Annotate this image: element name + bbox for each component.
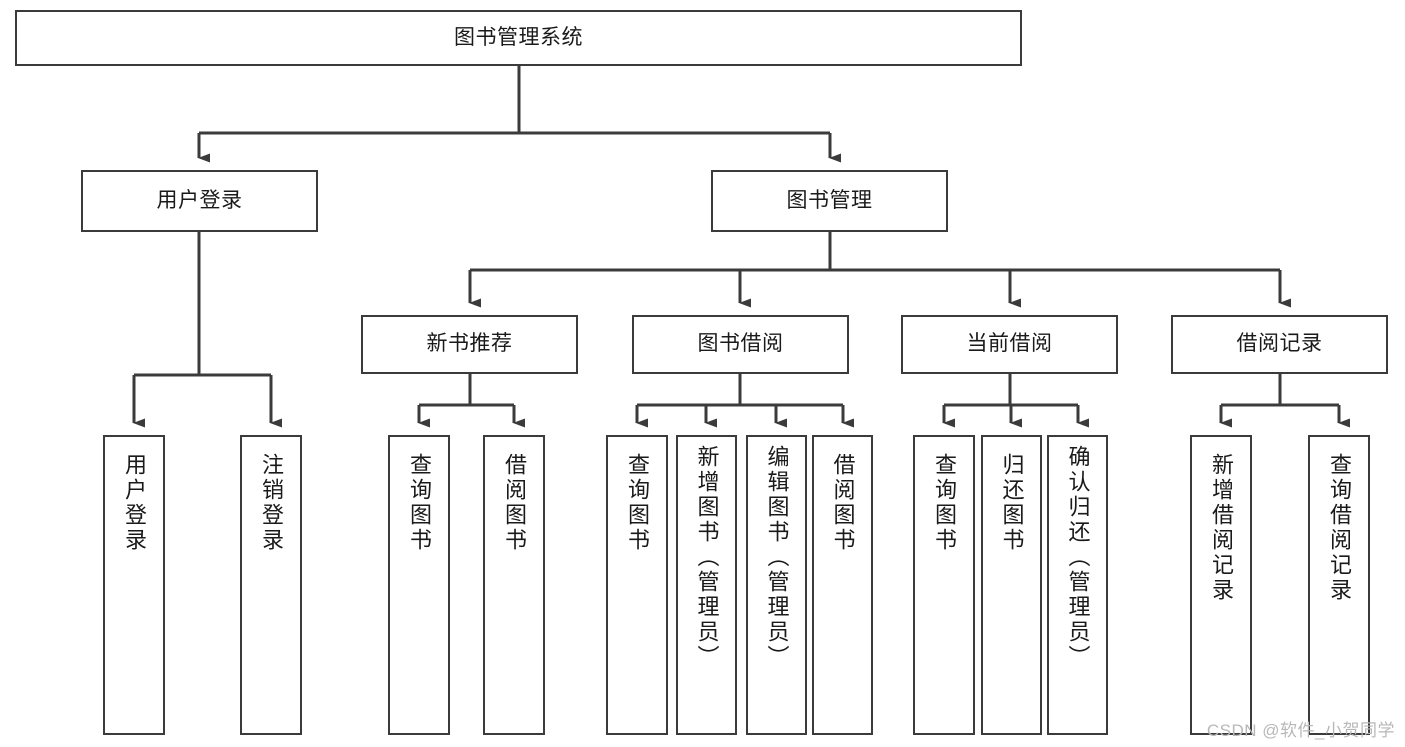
edge-currentborrow-to-leaves xyxy=(942,374,1089,428)
node-root[interactable]: 图书管理系统 xyxy=(15,10,1022,66)
node-book-borrow[interactable]: 图书借阅 xyxy=(632,315,849,374)
node-leaf-logout[interactable]: 注销登录 xyxy=(240,435,302,735)
node-leaf-borrow-book-1-label: 借阅图书 xyxy=(502,453,527,553)
node-user-login[interactable]: 用户登录 xyxy=(81,170,318,232)
node-leaf-return-book-label: 归还图书 xyxy=(999,453,1025,553)
edge-newbook-to-leaves xyxy=(417,374,525,428)
csdn-watermark: CSDN @软件_小贺同学 xyxy=(1206,721,1395,740)
node-leaf-confirm-return[interactable]: 确认归还（管理员） xyxy=(1047,435,1108,735)
node-leaf-query-book-3-label: 查询图书 xyxy=(932,453,957,553)
node-leaf-add-record-label: 新增借阅记录 xyxy=(1209,453,1234,603)
node-leaf-add-book[interactable]: 新增图书（管理员） xyxy=(676,435,737,735)
edge-root-to-level1 xyxy=(197,66,841,163)
node-book-manage-label: 图书管理 xyxy=(786,188,873,212)
node-leaf-confirm-return-label: 确认归还（管理员） xyxy=(1065,445,1091,670)
node-leaf-query-book-1[interactable]: 查询图书 xyxy=(388,435,450,735)
node-current-borrow[interactable]: 当前借阅 xyxy=(901,315,1118,374)
node-leaf-borrow-book-2-label: 借阅图书 xyxy=(830,453,856,553)
node-leaf-add-record[interactable]: 新增借阅记录 xyxy=(1190,435,1252,735)
edge-borrowrecord-to-leaves xyxy=(1219,374,1350,428)
node-leaf-query-record[interactable]: 查询借阅记录 xyxy=(1308,435,1370,735)
node-borrow-record[interactable]: 借阅记录 xyxy=(1171,315,1388,374)
node-leaf-borrow-book-2[interactable]: 借阅图书 xyxy=(812,435,873,735)
node-current-borrow-label: 当前借阅 xyxy=(966,332,1053,356)
node-leaf-query-book-1-label: 查询图书 xyxy=(407,453,432,553)
node-leaf-logout-label: 注销登录 xyxy=(259,453,284,553)
node-leaf-edit-book[interactable]: 编辑图书（管理员） xyxy=(746,435,807,735)
node-new-book-recommend[interactable]: 新书推荐 xyxy=(361,315,578,374)
node-user-login-label: 用户登录 xyxy=(156,188,243,212)
node-book-manage[interactable]: 图书管理 xyxy=(711,170,948,232)
node-root-label: 图书管理系统 xyxy=(454,25,583,49)
node-leaf-return-book[interactable]: 归还图书 xyxy=(981,435,1042,735)
node-new-book-recommend-label: 新书推荐 xyxy=(426,332,513,356)
node-leaf-query-record-label: 查询借阅记录 xyxy=(1327,453,1352,603)
node-leaf-user-login-label: 用户登录 xyxy=(122,453,147,553)
node-leaf-add-book-label: 新增图书（管理员） xyxy=(694,445,720,670)
node-leaf-borrow-book-1[interactable]: 借阅图书 xyxy=(483,435,545,735)
node-borrow-record-label: 借阅记录 xyxy=(1236,332,1323,356)
node-leaf-query-book-2-label: 查询图书 xyxy=(625,453,650,553)
node-leaf-edit-book-label: 编辑图书（管理员） xyxy=(764,445,790,670)
edge-bookmanage-to-level2 xyxy=(468,232,1291,308)
node-leaf-user-login[interactable]: 用户登录 xyxy=(103,435,165,735)
edge-userlogin-to-leaves xyxy=(132,232,282,428)
node-leaf-query-book-3[interactable]: 查询图书 xyxy=(913,435,975,735)
node-book-borrow-label: 图书借阅 xyxy=(697,332,784,356)
edge-bookborrow-to-leaves xyxy=(635,374,854,428)
node-leaf-query-book-2[interactable]: 查询图书 xyxy=(606,435,668,735)
